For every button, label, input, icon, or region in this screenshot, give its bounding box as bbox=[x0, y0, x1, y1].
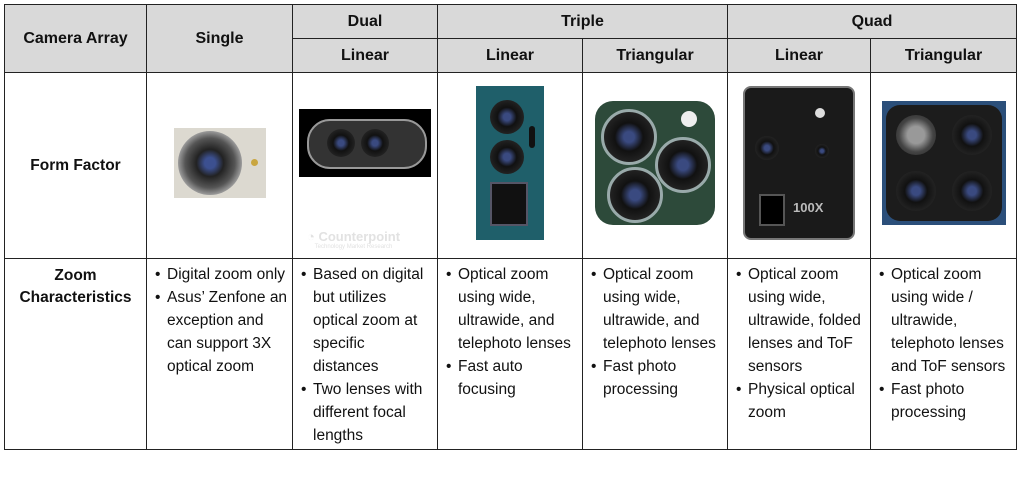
quad-triangular-zoom-cell: Optical zoom using wide / ultrawide, tel… bbox=[869, 258, 1018, 450]
quad-linear-camera-image: 100X bbox=[727, 72, 871, 259]
triple-triangular-zoom-cell: Optical zoom using wide, ultrawide, and … bbox=[582, 258, 728, 450]
list-item: Fast photo processing bbox=[591, 355, 723, 401]
triple-linear-zoom-cell: Optical zoom using wide, ultrawide, and … bbox=[437, 258, 583, 450]
header-quad-triangular: Triangular bbox=[869, 38, 1018, 73]
triple-linear-camera-image bbox=[437, 72, 583, 259]
header-triple: Triple bbox=[437, 4, 728, 39]
list-item: Digital zoom only bbox=[155, 263, 288, 286]
header-quad-linear: Linear bbox=[727, 38, 871, 73]
list-item: Two lenses with different focal lengths bbox=[301, 378, 433, 447]
list-item: Based on digital but utilizes optical zo… bbox=[301, 263, 433, 378]
list-item: Fast photo processing bbox=[879, 378, 1012, 424]
triple-triangular-camera-image bbox=[582, 72, 728, 259]
list-item: Fast auto focusing bbox=[446, 355, 578, 401]
camera-array-table: Camera Array Single Dual Triple Quad Lin… bbox=[4, 4, 1018, 450]
header-quad: Quad bbox=[726, 4, 1018, 39]
header-triple-triangular: Triangular bbox=[582, 38, 728, 73]
list-item: Physical optical zoom bbox=[736, 378, 866, 424]
header-dual: Dual bbox=[292, 4, 438, 39]
quad-triangular-camera-image bbox=[869, 72, 1018, 259]
quad-linear-zoom-cell: Optical zoom using wide, ultrawide, fold… bbox=[727, 258, 871, 450]
header-single: Single bbox=[146, 4, 293, 73]
list-item: Asus’ Zenfone an exception and can suppo… bbox=[155, 286, 288, 378]
list-item: Optical zoom using wide, ultrawide, and … bbox=[446, 263, 578, 355]
list-item: Optical zoom using wide / ultrawide, tel… bbox=[879, 263, 1012, 378]
single-zoom-cell: Digital zoom onlyAsus’ Zenfone an except… bbox=[146, 258, 293, 450]
single-camera-image bbox=[146, 72, 293, 259]
header-camera-array: Camera Array bbox=[4, 4, 147, 73]
form-factor-label: Form Factor bbox=[4, 72, 147, 259]
list-item: Optical zoom using wide, ultrawide, and … bbox=[591, 263, 723, 355]
header-dual-linear: Linear bbox=[292, 38, 438, 73]
header-triple-linear: Linear bbox=[437, 38, 583, 73]
dual-linear-zoom-cell: Based on digital but utilizes optical zo… bbox=[292, 258, 438, 450]
list-item: Optical zoom using wide, ultrawide, fold… bbox=[736, 263, 866, 378]
zoom-characteristics-label: Zoom Characteristics bbox=[4, 258, 147, 450]
